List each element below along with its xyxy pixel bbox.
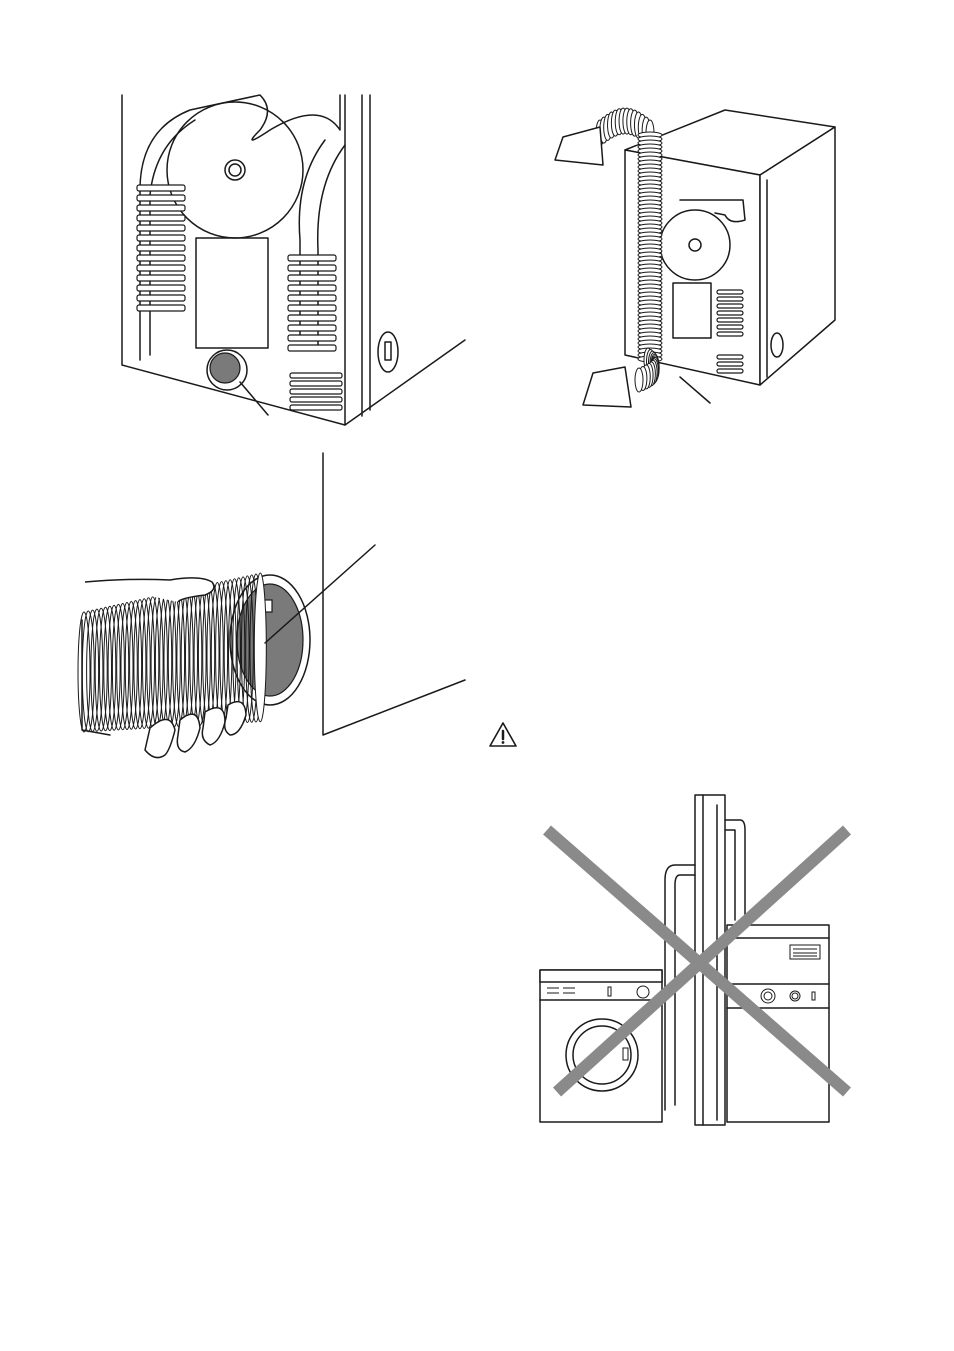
dryer-with-hose-figure [545,105,845,415]
vent-slot [288,255,336,261]
vent-slot [290,373,342,378]
vent-slot [288,305,336,311]
hose-corrugation [254,573,266,722]
vent-slot [717,369,743,373]
vent-slot [717,311,743,315]
vent-slot [137,285,185,291]
vent-slot [137,215,185,221]
vent-slot [717,297,743,301]
vent-slot [288,345,336,351]
vent-slot [137,265,185,271]
warning-triangle-icon [488,720,518,750]
hose-ring [635,368,643,392]
vent-slot [137,305,185,311]
vent-slot [717,332,743,336]
vent-slot [288,285,336,291]
vent-slot [717,318,743,322]
vent-slot [717,325,743,329]
dryer-back-outlet-illustration [100,90,470,430]
vent-slot [290,405,342,410]
vent-slot [290,381,342,386]
hand-connecting-hose-illustration [70,450,470,770]
vent-slot [137,225,185,231]
vent-slot [137,185,185,191]
vent-slot [717,362,743,366]
vent-slot [137,205,185,211]
vent-slot [288,295,336,301]
warning-icon [488,720,518,750]
vent-slot [717,290,743,294]
prohibited-stacking-illustration [535,790,855,1130]
dryer-with-vent-hose-illustration [545,105,845,415]
vent-slot [288,265,336,271]
vent-slot [288,335,336,341]
vent-slot [137,195,185,201]
vent-slot [717,355,743,359]
prohibited-install-figure [535,790,855,1130]
dryer-back-outlet-figure [100,90,470,430]
vent-slot [290,397,342,402]
vent-slot [288,325,336,331]
vent-slot [717,304,743,308]
vent-slot [137,275,185,281]
hose-connection-figure [70,450,470,770]
vent-slot [288,275,336,281]
vent-slot [137,255,185,261]
vent-slot [288,315,336,321]
vent-slot [137,235,185,241]
vent-slot [290,389,342,394]
vent-slot [137,245,185,251]
vent-slot [137,295,185,301]
